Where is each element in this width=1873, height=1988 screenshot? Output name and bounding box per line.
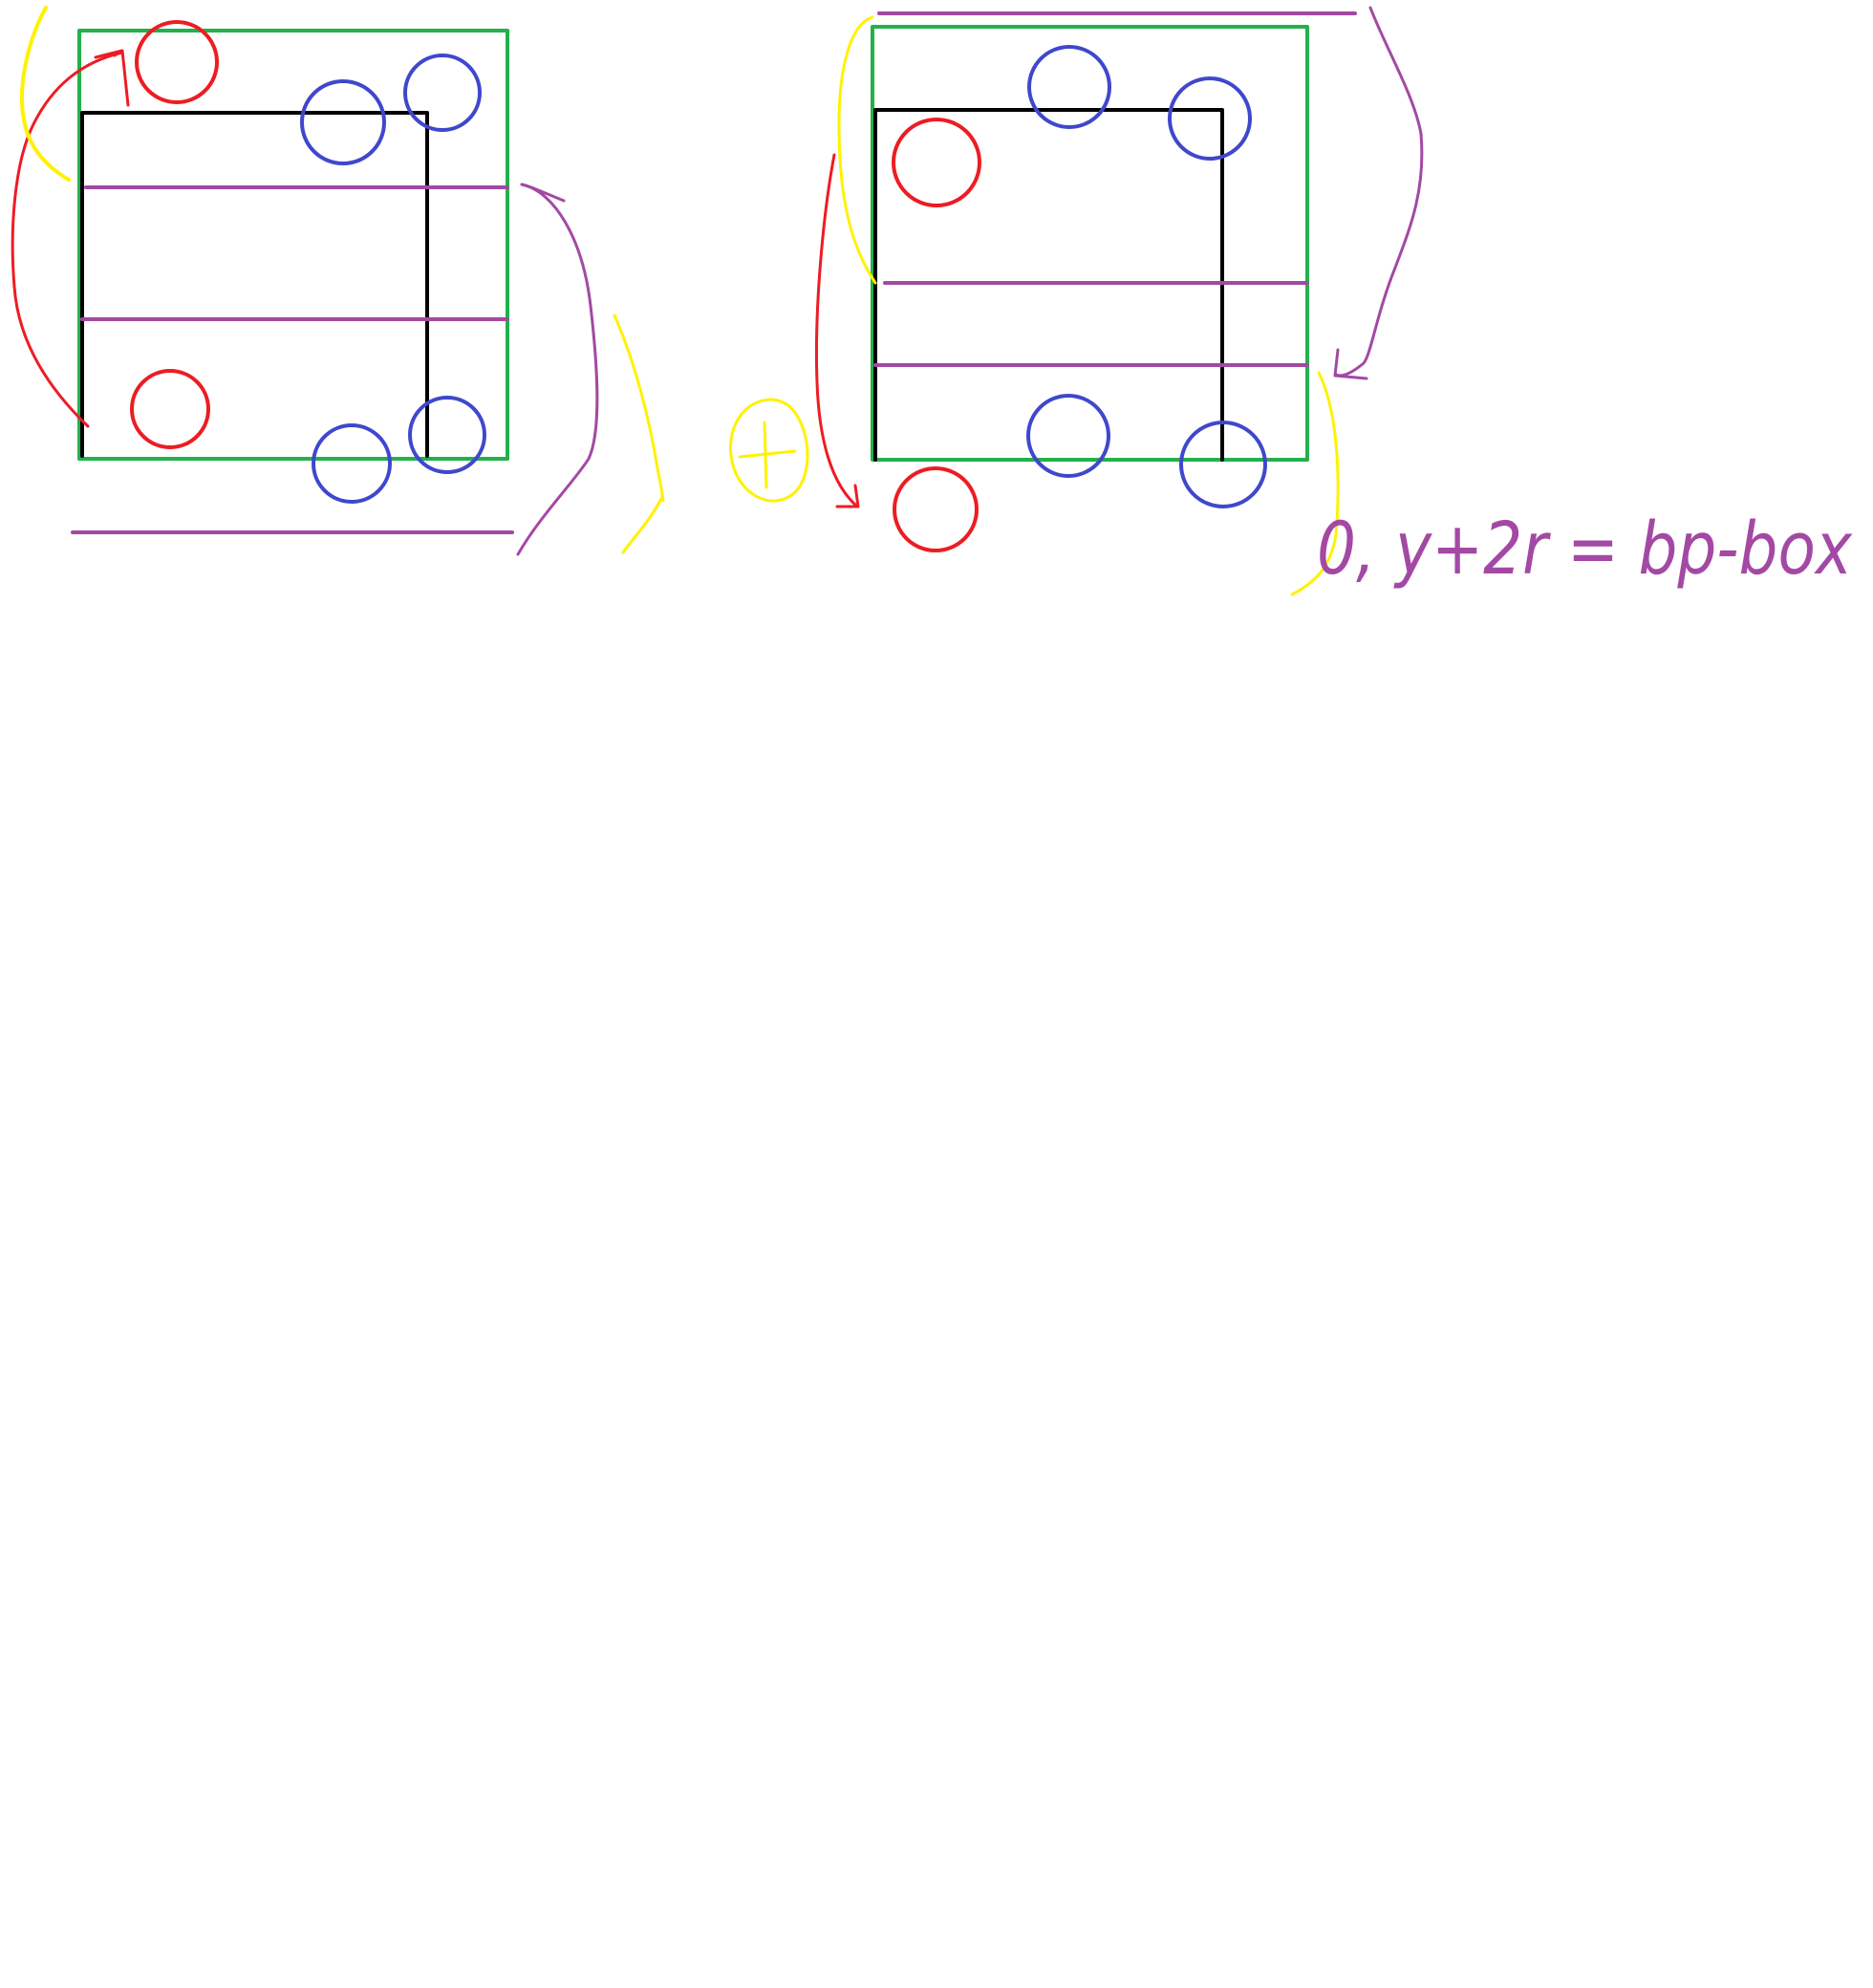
- left-yellow-bracket-right: [613, 313, 665, 554]
- left-red-arrow: [11, 51, 124, 428]
- right-blue-circle-1: [1027, 45, 1111, 129]
- right-red-arrow: [814, 153, 857, 507]
- right-yellow-bracket-left: [837, 15, 877, 285]
- yellow-circled-plus-icon: [729, 398, 809, 503]
- right-purple-arrowhead: [1333, 348, 1368, 380]
- right-red-circle-bottom: [893, 466, 979, 552]
- yellow-plus-mark: [738, 421, 797, 489]
- left-purple-arrowhead: [520, 183, 566, 203]
- left-red-circle-bottom: [130, 369, 210, 449]
- left-red-arrowhead: [94, 49, 130, 107]
- left-blue-circle-3: [312, 423, 392, 504]
- right-red-arrowhead: [835, 484, 860, 508]
- right-blue-circle-4: [1179, 421, 1267, 508]
- left-blue-circle-1: [300, 79, 386, 165]
- right-blue-circle-3: [1026, 394, 1110, 478]
- left-yellow-bracket-top: [20, 6, 71, 182]
- left-blue-circle-2: [403, 54, 482, 132]
- right-blue-circle-2: [1168, 76, 1252, 161]
- right-diagram: [729, 6, 1424, 596]
- right-green-box: [871, 25, 1309, 462]
- left-black-box: [80, 111, 429, 458]
- handwritten-formula: 0, y+2r = bp-box: [1317, 506, 1853, 591]
- left-blue-circle-4: [408, 396, 486, 474]
- right-red-circle-top: [892, 118, 981, 207]
- left-green-box: [77, 29, 509, 461]
- left-red-circle-top: [135, 20, 219, 104]
- right-purple-bracket: [1334, 6, 1424, 378]
- left-diagram: [11, 6, 665, 556]
- right-yellow-bracket-right: [1290, 371, 1340, 596]
- left-purple-bracket: [516, 183, 599, 556]
